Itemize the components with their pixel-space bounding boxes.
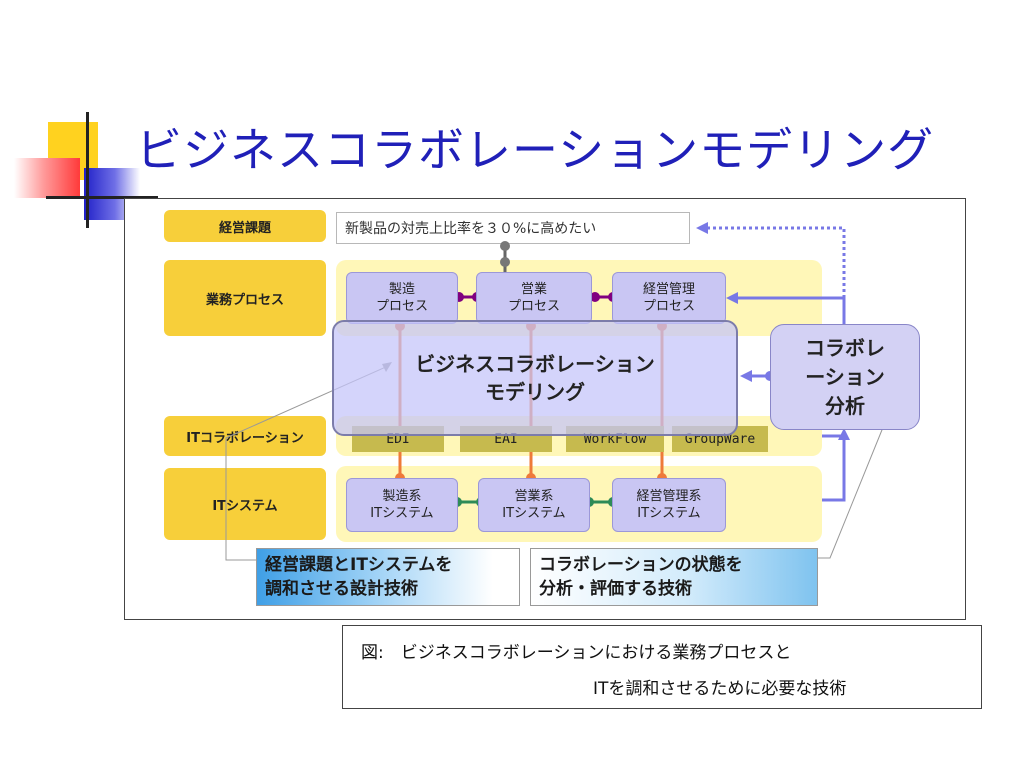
process-link-2-dot-a xyxy=(590,292,600,302)
leader-line-left xyxy=(225,365,389,561)
callout-right-line2: 分析・評価する技術 xyxy=(539,579,692,599)
dotted-arrow-to-goal xyxy=(706,226,846,322)
goal-text-box: 新製品の対売上比率を３０%に高めたい xyxy=(336,212,690,244)
arrow-analysis-to-process-head xyxy=(726,292,738,304)
system-manufacturing-line1: 製造系 xyxy=(382,489,422,504)
analysis-line1: コラボレ xyxy=(805,335,885,360)
callout-analysis-technique: コラボレーションの状態を 分析・評価する技術 xyxy=(530,548,818,606)
system-box-management: 経営管理系 ITシステム xyxy=(612,478,726,532)
system-management-line1: 経営管理系 xyxy=(636,489,702,504)
modeling-line2: モデリング xyxy=(485,380,585,404)
title-decoration-horizontal-line xyxy=(46,196,158,199)
row-label-it-system: ITシステム xyxy=(164,468,326,540)
process-box-manufacturing: 製造 プロセス xyxy=(346,272,458,324)
arrow-analysis-to-process xyxy=(736,296,846,324)
slide-title: ビジネスコラボレーションモデリング xyxy=(136,123,935,177)
process-box-sales: 営業 プロセス xyxy=(476,272,592,324)
row-label-business-process: 業務プロセス xyxy=(164,260,326,336)
goal-connector-dot-bottom xyxy=(500,257,510,267)
system-management-line2: ITシステム xyxy=(637,506,701,521)
leader-line-right xyxy=(818,419,887,559)
goal-connector-dot-top xyxy=(500,241,510,251)
process-sales-line2: プロセス xyxy=(507,299,560,314)
collaboration-analysis-box: コラボレ ーション 分析 xyxy=(770,324,920,430)
title-decoration-vertical-line xyxy=(86,112,89,228)
arrow-analysis-to-modeling-head xyxy=(740,370,752,382)
process-manufacturing-line1: 製造 xyxy=(388,282,415,297)
title-decoration-red xyxy=(14,158,80,198)
process-box-management: 経営管理 プロセス xyxy=(612,272,726,324)
dotted-arrow-head xyxy=(696,222,708,234)
callout-design-technique: 経営課題とITシステムを 調和させる設計技術 xyxy=(256,548,520,606)
figure-caption: 図: ビジネスコラボレーションにおける業務プロセスと ITを調和させるために必要… xyxy=(342,625,982,709)
system-manufacturing-line2: ITシステム xyxy=(370,506,434,521)
modeling-line1: ビジネスコラボレーション xyxy=(415,352,655,376)
callout-left-line2: 調和させる設計技術 xyxy=(265,579,418,599)
arrow-up-to-analysis-head xyxy=(838,428,850,440)
callout-left-line1: 経営課題とITシステムを xyxy=(265,555,453,575)
caption-line2: ITを調和させるために必要な技術 xyxy=(593,679,847,699)
callout-right-line1: コラボレーションの状態を xyxy=(539,555,743,575)
system-box-manufacturing: 製造系 ITシステム xyxy=(346,478,458,532)
row-label-it-collaboration: ITコラボレーション xyxy=(164,416,326,456)
system-sales-line2: ITシステム xyxy=(502,506,566,521)
arrow-system-to-analysis xyxy=(822,436,846,502)
collaboration-modeling-box: ビジネスコラボレーション モデリング xyxy=(332,320,738,436)
row-label-management-issue: 経営課題 xyxy=(164,210,326,242)
process-management-line2: プロセス xyxy=(642,299,695,314)
process-management-line1: 経営管理 xyxy=(642,282,695,297)
system-box-sales: 営業系 ITシステム xyxy=(478,478,590,532)
process-manufacturing-line2: プロセス xyxy=(375,299,428,314)
analysis-line3: 分析 xyxy=(825,393,865,418)
process-sales-line1: 営業 xyxy=(520,282,547,297)
analysis-line2: ーション xyxy=(805,364,885,389)
system-sales-line1: 営業系 xyxy=(514,489,554,504)
caption-line1: 図: ビジネスコラボレーションにおける業務プロセスと xyxy=(361,643,792,663)
